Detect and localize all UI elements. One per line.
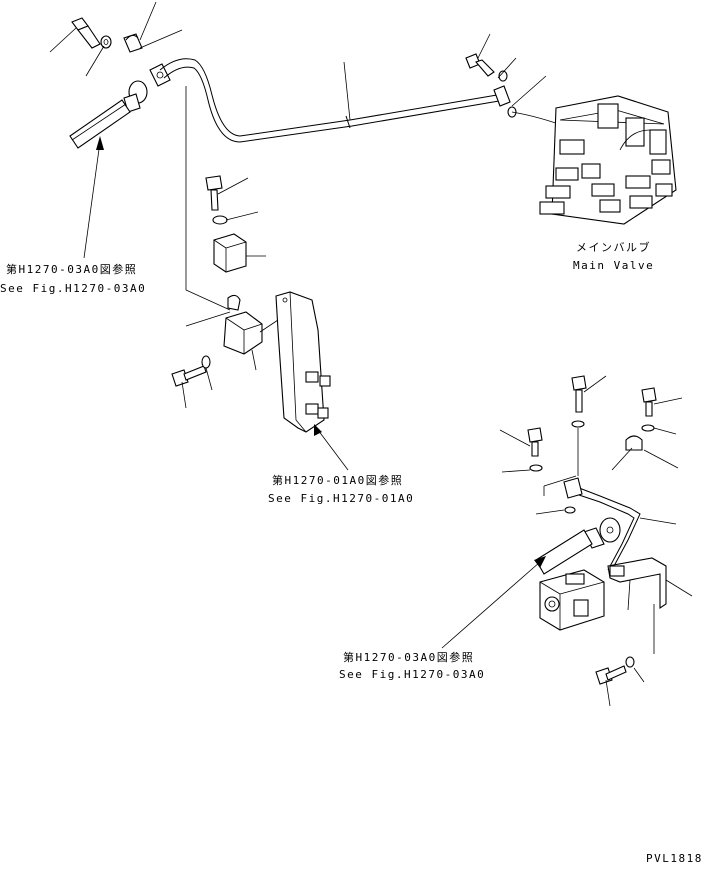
bolt-lr-3[interactable] [527,427,543,457]
flange-left[interactable] [149,63,171,87]
hose-fitting-lower[interactable] [535,517,621,575]
washer-lr-3[interactable] [529,464,543,472]
pipe-joint [345,115,351,129]
leader-bolt-bottom [605,679,611,707]
ref-middle-jp: 第H1270-01A0図参照 [272,474,404,487]
leader-bracket-plate [259,319,279,333]
ref-bottom-jp: 第H1270-03A0図参照 [343,651,475,664]
leader-washer-top-right [497,57,517,79]
leader-washer-top-left [85,45,105,77]
clamp-top-left[interactable] [123,33,143,53]
main-valve-label-en: Main Valve [573,259,655,272]
clip-lower[interactable] [563,477,583,499]
washer-bottom[interactable] [625,656,635,668]
control-valve-block[interactable] [539,569,605,631]
leader-washer-middle [225,211,259,221]
leader-pipe [343,61,351,121]
leader-ref-top-left [83,141,101,259]
leader-bolt-top-left [49,27,77,53]
leader-clamp-lr-2 [643,449,679,469]
oring-lower[interactable] [564,506,576,514]
bolt-lower-middle[interactable] [171,365,207,387]
ref-top-left-jp: 第H1270-03A0図参照 [6,263,138,276]
leader-bracket-lr [665,579,693,597]
bolt-top-left[interactable] [71,17,101,49]
bolt-middle[interactable] [205,175,223,211]
arrow-ref-middle [314,424,322,436]
washer-lr-2[interactable] [641,424,655,432]
washer-lr-1[interactable] [571,420,585,428]
leader-bolt-lr-2 [653,397,683,405]
leader-clip [185,311,231,327]
bolt-bottom[interactable] [595,665,627,685]
leader-bolt-lr-3 [499,429,531,447]
pipe-main[interactable] [159,58,498,137]
washer-top-left[interactable] [100,35,112,49]
hose-fitting-top-left[interactable] [69,80,148,149]
drawing-code: PVL1818 [646,852,703,865]
leader-washer-bottom [633,667,645,683]
leader-washer-lower-middle [205,367,213,391]
main-valve[interactable] [539,95,677,225]
bolt-lr-2[interactable] [641,387,657,417]
leader-ref-bottom [441,561,541,649]
clip-middle[interactable] [227,294,241,311]
leader-bracket-small [251,349,257,371]
leader-clamp-2 [139,29,183,49]
leader-bolt-top-right [477,33,491,59]
leader-pipe-lower [639,517,677,525]
bracket-plate[interactable] [275,291,331,433]
bracket-lower-right[interactable] [607,557,667,610]
arrow-ref-top-left [96,136,104,150]
leader-bolt-lower-middle [181,381,187,409]
arrow-ref-bottom [534,556,546,568]
ref-bottom-en: See Fig.H1270-03A0 [339,668,486,681]
pipe-end-fitting-right[interactable] [493,85,517,118]
spacer-block[interactable] [213,233,247,273]
leader-bolt-middle [217,177,249,195]
ref-middle-en: See Fig.H1270-01A0 [268,492,415,505]
pipe-main-inner [163,66,500,143]
pipe-lower[interactable] [573,485,641,567]
bolt-top-right[interactable] [465,53,495,77]
ref-top-left-en: See Fig.H1270-03A0 [0,282,147,295]
bracket-small[interactable] [223,311,263,355]
washer-lower-middle[interactable] [201,355,211,369]
main-valve-label-jp: メインバルブ [576,241,651,254]
bolt-lr-1[interactable] [571,375,587,413]
leader-vertical-lr-3 [627,579,631,611]
leader-oring-lower [535,509,565,515]
pipe-lower-inner [575,493,635,571]
leader-vertical-lr [543,475,577,487]
washer-middle[interactable] [212,215,228,225]
leader-ref-middle [317,429,349,471]
clamp-lr[interactable] [625,435,643,451]
leader-bolt-lr-1 [583,375,607,393]
washer-top-right[interactable] [498,70,508,82]
leader-clamp-1 [139,1,157,41]
leader-vertical [185,86,231,311]
leader-clamp-lr-1 [611,447,633,471]
leader-washer-lr-3 [501,469,531,473]
leader-oring [511,75,547,107]
leader-washer-lr-2 [653,427,677,435]
